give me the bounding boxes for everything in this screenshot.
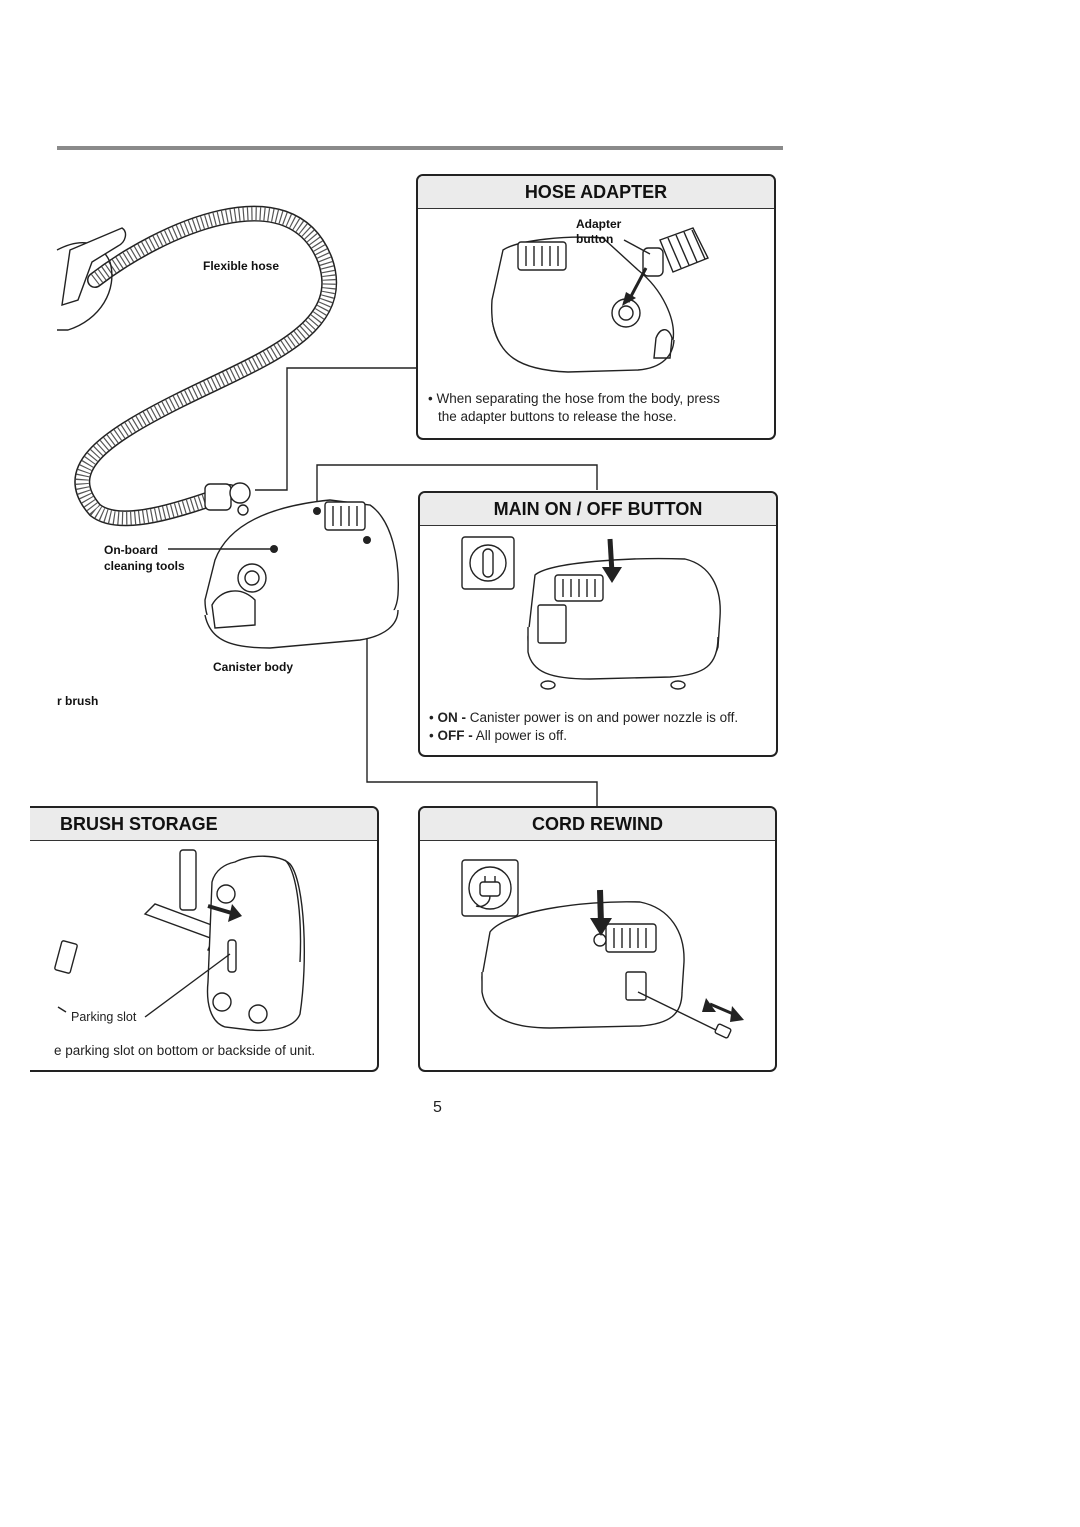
cord-rewind-panel: CORD REWIND — [418, 806, 777, 1072]
hose-adapter-panel: HOSE ADAPTER Adapter button • When separ… — [416, 174, 776, 440]
brush-storage-panel: BRUSH STORAGE Parking slot e parking slo… — [30, 806, 379, 1072]
cord-rewind-title: CORD REWIND — [420, 808, 775, 841]
brush-storage-note: e parking slot on bottom or backside of … — [54, 1043, 316, 1058]
adapter-button-label: button — [576, 232, 614, 246]
canister-body-illustration — [168, 499, 399, 649]
page-number: 5 — [433, 1099, 442, 1116]
main-power-panel: MAIN ON / OFF BUTTON • ON - Canister pow… — [418, 491, 778, 757]
canister-body-label: Canister body — [213, 660, 294, 674]
main-power-off-note: • OFF - All power is off. — [429, 728, 568, 743]
main-power-illustration — [461, 536, 721, 690]
hose-adapter-note-line2: the adapter buttons to release the hose. — [438, 409, 677, 424]
floor-brush-label-fragment: r brush — [57, 694, 99, 708]
onboard-tools-label-line1: On-board — [104, 543, 158, 557]
flexible-hose-label: Flexible hose — [203, 259, 280, 273]
hose-adapter-illustration — [491, 227, 709, 373]
hose-adapter-title: HOSE ADAPTER — [418, 176, 774, 209]
main-power-title: MAIN ON / OFF BUTTON — [420, 493, 776, 526]
parking-slot-label: Parking slot — [71, 1010, 137, 1024]
flexible-hose-illustration — [56, 205, 338, 527]
adapter-label: Adapter — [576, 217, 622, 231]
hose-adapter-note-line1: • When separating the hose from the body… — [428, 391, 720, 406]
brush-storage-title: BRUSH STORAGE — [30, 808, 377, 841]
cord-rewind-illustration — [461, 859, 744, 1039]
onboard-tools-label-line2: cleaning tools — [104, 559, 185, 573]
top-rule — [57, 146, 783, 150]
brush-storage-illustration — [54, 849, 305, 1032]
main-power-on-note: • ON - Canister power is on and power no… — [429, 710, 739, 725]
